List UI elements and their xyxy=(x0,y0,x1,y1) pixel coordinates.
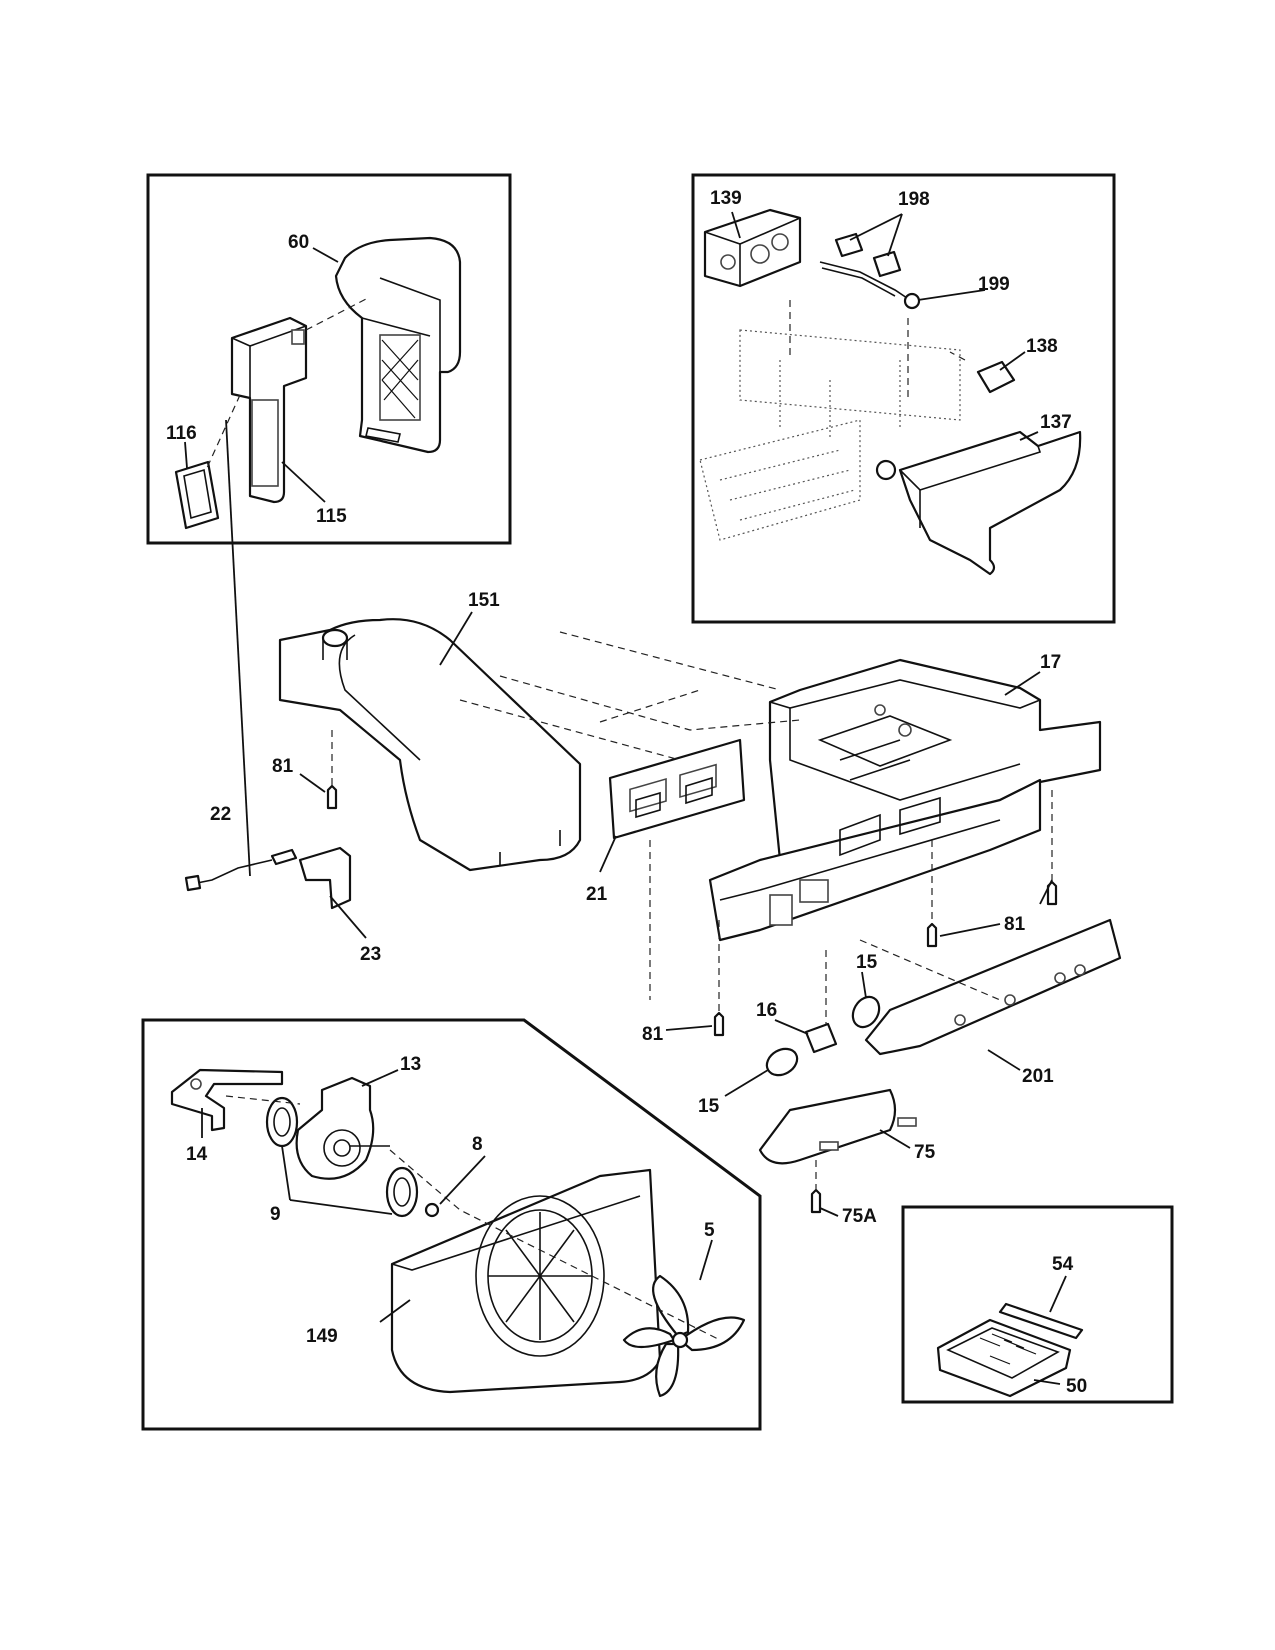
part-201-overlay-panel[interactable] xyxy=(864,918,1122,1056)
part-15-bulb-upper[interactable] xyxy=(848,992,885,1032)
callout-149: 149 xyxy=(306,1326,338,1347)
callout-21: 21 xyxy=(586,884,608,905)
callout-75A: 75A xyxy=(842,1206,877,1227)
part-199-connector[interactable] xyxy=(903,292,921,310)
callout-23: 23 xyxy=(360,944,381,965)
part-9-fan-wheel-right[interactable] xyxy=(385,1166,419,1218)
callout-15-lower: 15 xyxy=(698,1096,720,1117)
part-23-thermistor-cover[interactable] xyxy=(298,846,352,910)
callout-138: 138 xyxy=(1026,336,1058,357)
part-22-thermistor-wire[interactable] xyxy=(191,859,273,885)
inset-air-damper xyxy=(146,173,512,545)
callout-199: 199 xyxy=(978,274,1010,295)
inset-drip-tray xyxy=(901,1205,1174,1404)
damper-grille xyxy=(379,334,421,421)
part-75-lens-cover[interactable] xyxy=(758,1088,897,1165)
callout-198: 198 xyxy=(898,189,930,210)
callout-137: 137 xyxy=(1040,412,1072,433)
callout-labels: 60 116 115 139 198 199 138 137 151 17 81… xyxy=(166,188,1087,1397)
part-5-fan-blade[interactable] xyxy=(622,1274,746,1398)
callout-116: 116 xyxy=(166,423,197,444)
part-199-wire-harness[interactable] xyxy=(819,261,911,301)
callout-50: 50 xyxy=(1066,1376,1087,1397)
part-81-screw-lower[interactable] xyxy=(713,1011,725,1037)
inset-fan-assembly xyxy=(141,1018,762,1431)
callout-115: 115 xyxy=(316,506,347,527)
inset-border-bottom-left xyxy=(141,1018,762,1431)
part-15-bulb-lower[interactable] xyxy=(762,1044,802,1081)
part-21-display-board[interactable] xyxy=(608,738,746,840)
callout-75: 75 xyxy=(914,1142,936,1163)
part-151-dispenser-duct[interactable] xyxy=(278,618,582,872)
part-9-fan-wheel-left[interactable] xyxy=(265,1096,299,1148)
part-22-thermistor-tip[interactable] xyxy=(270,848,298,866)
part-137-actuator-tray[interactable] xyxy=(898,430,1082,576)
part-16-lamp-socket[interactable] xyxy=(804,1022,838,1054)
callout-15-upper: 15 xyxy=(856,952,878,973)
part-8-washer[interactable] xyxy=(424,1202,440,1218)
part-116-gasket[interactable] xyxy=(174,460,220,530)
part-81-screw-center[interactable] xyxy=(926,922,938,948)
callout-151: 151 xyxy=(468,590,500,611)
callout-81-lower: 81 xyxy=(642,1024,664,1045)
callout-139: 139 xyxy=(710,188,742,209)
callout-54: 54 xyxy=(1052,1254,1074,1275)
part-198-clip-b[interactable] xyxy=(872,250,902,278)
callout-13: 13 xyxy=(400,1054,421,1075)
callout-14: 14 xyxy=(186,1144,208,1165)
callout-81-left: 81 xyxy=(272,756,294,777)
callout-5: 5 xyxy=(704,1220,715,1241)
part-75A-screw[interactable] xyxy=(810,1188,822,1214)
part-81-screw-left[interactable] xyxy=(326,784,338,810)
part-13-fan-motor[interactable] xyxy=(295,1076,375,1180)
inset-border-top-left xyxy=(146,173,512,545)
part-50-drip-tray[interactable] xyxy=(936,1318,1072,1398)
callout-60: 60 xyxy=(288,232,309,253)
callout-9: 9 xyxy=(270,1204,281,1225)
part-138-bracket[interactable] xyxy=(976,360,1016,394)
callout-8: 8 xyxy=(472,1134,483,1155)
callout-81-right: 81 xyxy=(1004,914,1026,935)
part-198-clip-a[interactable] xyxy=(834,232,864,258)
callout-201: 201 xyxy=(1022,1066,1054,1087)
inset-dispenser-switches xyxy=(691,173,1116,624)
inset-border-bottom-right xyxy=(901,1205,1174,1404)
callout-16: 16 xyxy=(756,1000,777,1021)
callout-17: 17 xyxy=(1040,652,1061,673)
inset-border-top-right xyxy=(691,173,1116,624)
main-dispenser-assembly xyxy=(184,419,1122,1217)
callout-22: 22 xyxy=(210,804,231,825)
part-54-tray-grille[interactable] xyxy=(998,1302,1084,1340)
